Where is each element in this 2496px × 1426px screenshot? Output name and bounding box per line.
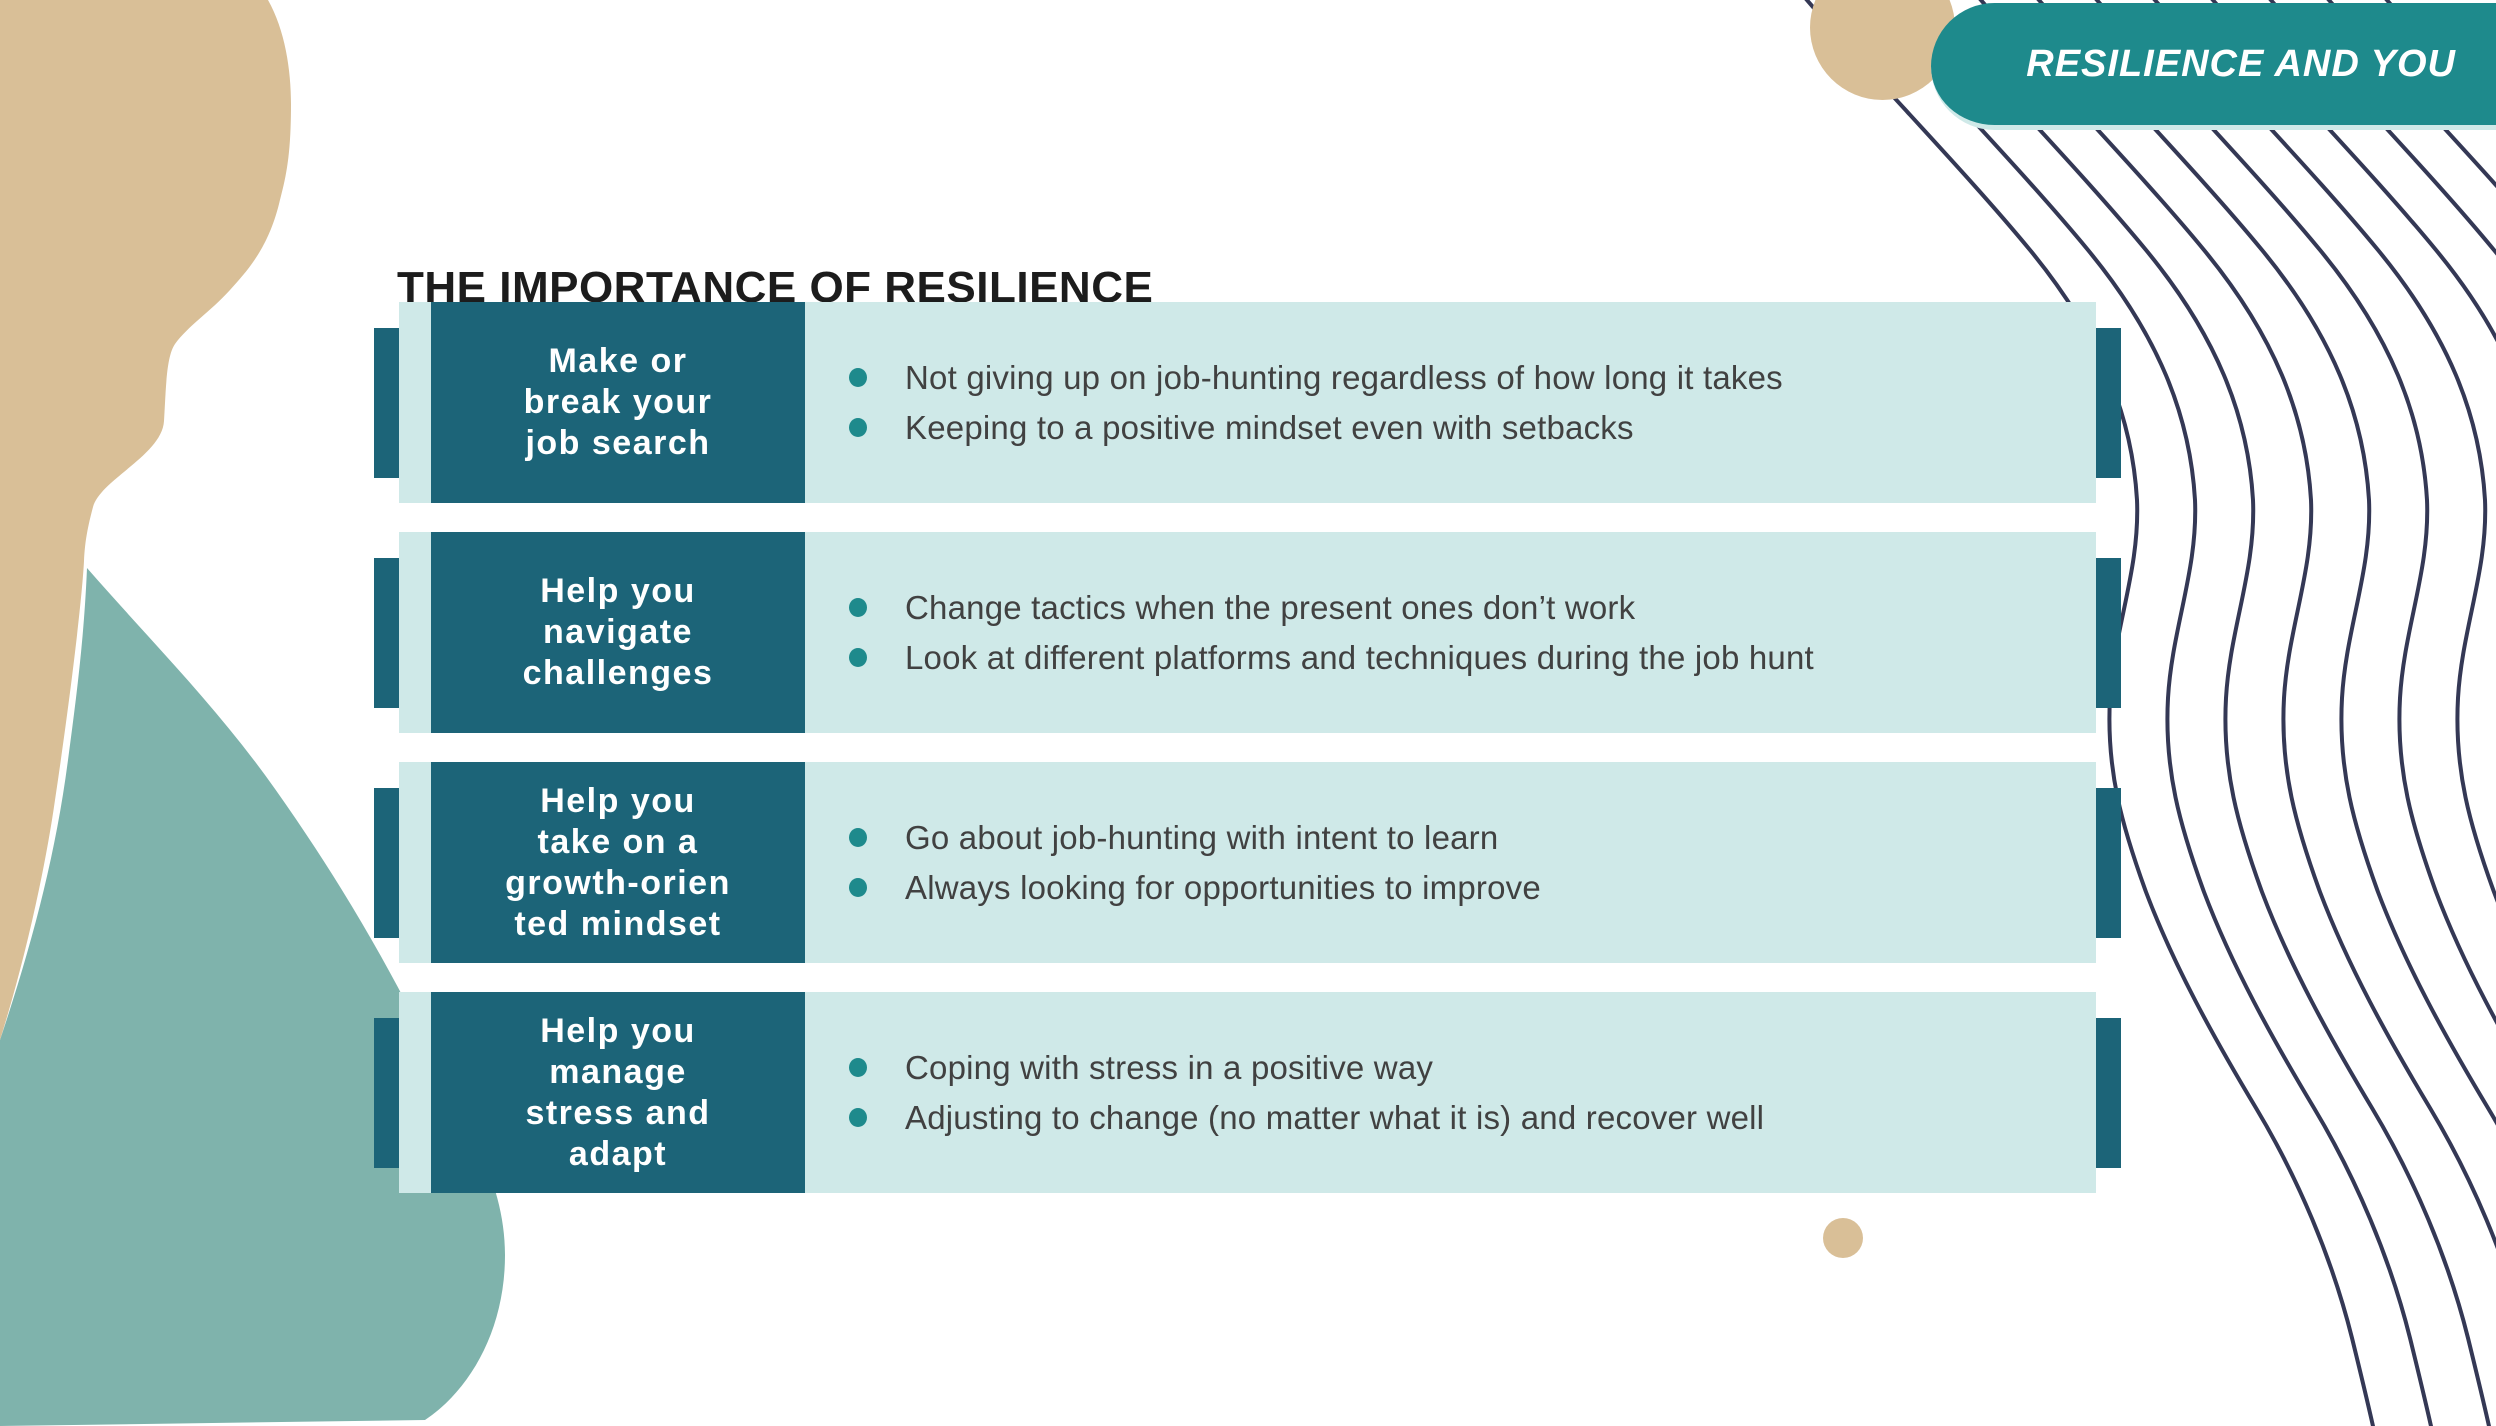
row-label: Help you navigate challenges: [522, 572, 714, 692]
row-label: Help you manage stress and adapt: [525, 1011, 711, 1173]
bullet-text: Always looking for opportunities to impr…: [905, 868, 1541, 906]
bullet-text: Go about job-hunting with intent to lear…: [905, 818, 1499, 856]
bullet-item: Go about job-hunting with intent to lear…: [849, 813, 2061, 863]
bullet-list: Go about job-hunting with intent to lear…: [849, 762, 2061, 963]
left-accent-tab: [374, 328, 399, 478]
tan-blob: [0, 0, 291, 1040]
bullet-text: Not giving up on job-hunting regardless …: [905, 358, 1783, 396]
wavy-line: [1804, 0, 2376, 1426]
wavy-line: [2152, 0, 2496, 903]
bullet-dot-icon: [849, 648, 867, 667]
bullet-list: Change tactics when the present ones don…: [849, 532, 2061, 733]
left-accent-tab: [374, 1018, 399, 1168]
bullet-dot-icon: [849, 878, 867, 897]
right-accent-tab: [2096, 788, 2121, 938]
bullet-item: Adjusting to change (no matter what it i…: [849, 1093, 2061, 1143]
bullet-dot-icon: [849, 1058, 867, 1077]
bullet-text: Coping with stress in a positive way: [905, 1048, 1434, 1086]
row-label: Make or break your job search: [523, 342, 713, 462]
bullet-item: Change tactics when the present ones don…: [849, 583, 2061, 633]
bullet-text: Look at different platforms and techniqu…: [905, 638, 1814, 676]
bullet-dot-icon: [849, 1108, 867, 1127]
wavy-line: [1862, 0, 2434, 1426]
wavy-line: [2036, 0, 2496, 1126]
left-accent-tab: [374, 788, 399, 938]
info-row: Help you take on a growth-orien ted mind…: [374, 762, 2121, 963]
bullet-text: Change tactics when the present ones don…: [905, 588, 1636, 626]
info-row: Help you manage stress and adapt Coping …: [374, 992, 2121, 1193]
bullet-item: Keeping to a positive mindset even with …: [849, 403, 2061, 453]
wavy-lines-pattern: [1804, 0, 2496, 1426]
row-label-box: Make or break your job search: [431, 302, 805, 503]
bullet-item: Coping with stress in a positive way: [849, 1043, 2061, 1093]
bullet-item: Always looking for opportunities to impr…: [849, 863, 2061, 913]
bullet-dot-icon: [849, 598, 867, 617]
row-label-box: Help you take on a growth-orien ted mind…: [431, 762, 805, 963]
bullet-item: Look at different platforms and techniqu…: [849, 633, 2061, 683]
wavy-line: [2094, 0, 2496, 1025]
bullet-text: Adjusting to change (no matter what it i…: [905, 1098, 1765, 1136]
header-badge-label: RESILIENCE AND YOU: [2026, 42, 2456, 85]
right-accent-tab: [2096, 1018, 2121, 1168]
bullet-dot-icon: [849, 828, 867, 847]
right-accent-tab: [2096, 558, 2121, 708]
bullet-list: Not giving up on job-hunting regardless …: [849, 302, 2061, 503]
bullet-dot-icon: [849, 368, 867, 387]
row-label-box: Help you manage stress and adapt: [431, 992, 805, 1193]
wavy-line: [2268, 0, 2496, 256]
wavy-line: [1920, 0, 2492, 1426]
wavy-line: [2384, 0, 2496, 125]
info-row: Make or break your job search Not giving…: [374, 302, 2121, 503]
bullet-dot-icon: [849, 418, 867, 437]
wavy-line: [2210, 0, 2496, 343]
right-accent-tab: [2096, 328, 2121, 478]
left-accent-tab: [374, 558, 399, 708]
row-label-box: Help you navigate challenges: [431, 532, 805, 733]
sage-blob: [0, 568, 505, 1426]
row-label: Help you take on a growth-orien ted mind…: [505, 781, 731, 943]
info-row: Help you navigate challenges Change tact…: [374, 532, 2121, 733]
bullet-text: Keeping to a positive mindset even with …: [905, 408, 1634, 446]
bullet-item: Not giving up on job-hunting regardless …: [849, 353, 2061, 403]
tan-dot-accent: [1823, 1218, 1863, 1258]
wavy-line: [1978, 0, 2496, 1250]
header-badge: RESILIENCE AND YOU: [1931, 3, 2496, 130]
